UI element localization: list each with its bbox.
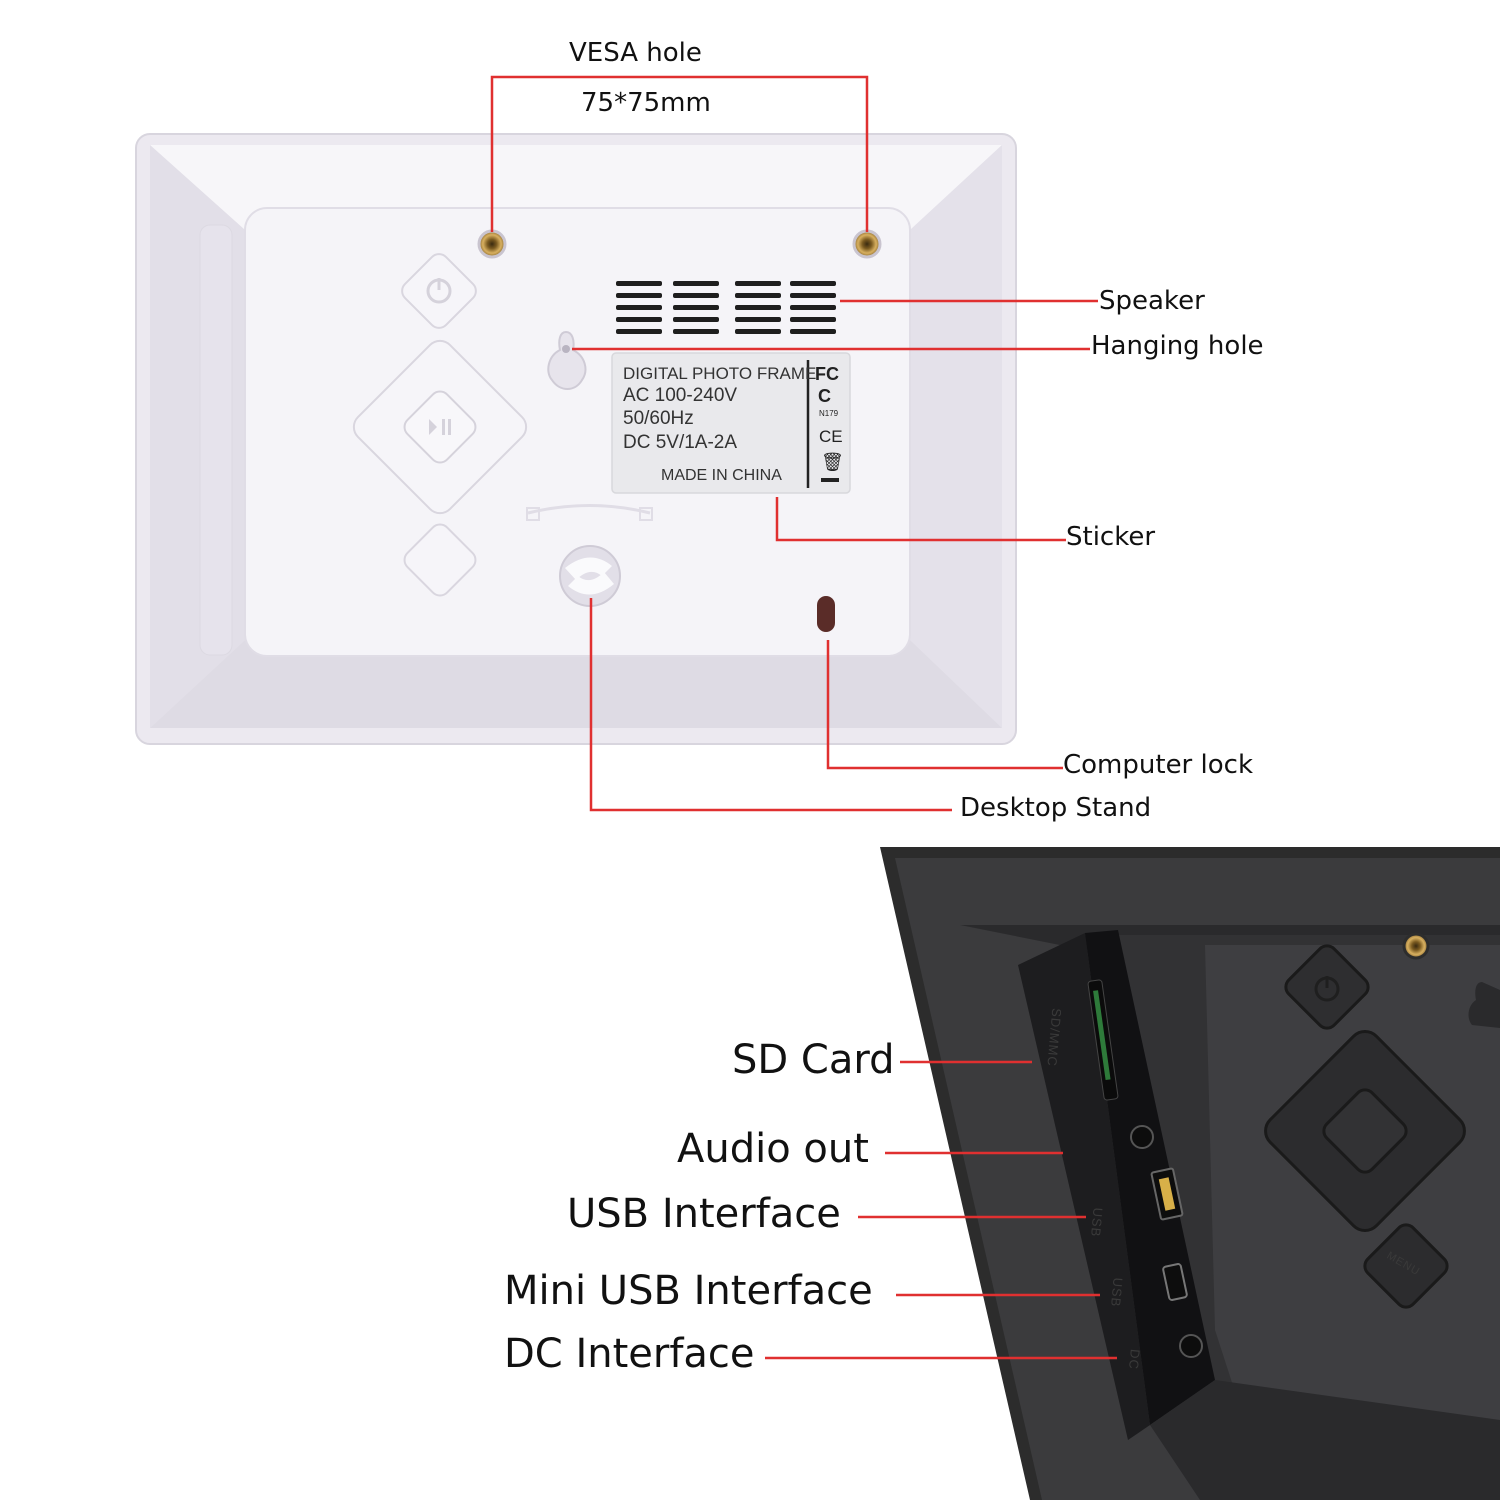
sticker-frequency: 50/60Hz <box>623 408 694 429</box>
audio-out-label: Audio out <box>677 1126 869 1172</box>
sticker-panel <box>611 352 851 494</box>
dc-port <box>1179 1334 1203 1358</box>
speaker-grille <box>616 281 836 334</box>
audio-port <box>1130 1125 1154 1149</box>
sticker-ac-input: AC 100-240V <box>623 385 738 406</box>
sd-card-label: SD Card <box>732 1037 895 1083</box>
white-frame-back <box>135 133 1017 745</box>
sticker-title: DIGITAL PHOTO FRAME <box>623 364 817 383</box>
hanging-hole <box>547 330 587 390</box>
speaker-label: Speaker <box>1099 286 1205 316</box>
vesa-size-label: 75*75mm <box>581 88 711 118</box>
mini-usb-interface-label: Mini USB Interface <box>504 1268 873 1314</box>
weee-bin-icon: 🗑 <box>821 452 844 472</box>
computer-lock-label: Computer lock <box>1063 750 1253 780</box>
sticker-origin: MADE IN CHINA <box>661 467 782 484</box>
desktop-stand-hole <box>559 545 621 607</box>
mini-usb-port <box>1162 1263 1188 1301</box>
sticker-label: Sticker <box>1066 522 1156 552</box>
n179-mark: N179 <box>819 409 839 418</box>
dc-interface-label: DC Interface <box>504 1331 755 1377</box>
mini-usb-port-marking: USB <box>1108 1277 1126 1308</box>
leader-lines <box>490 75 1117 1360</box>
ports <box>1087 979 1203 1358</box>
usb-port-marking: USB <box>1088 1207 1106 1238</box>
black-frame-back <box>880 847 1500 1500</box>
vesa-hole-left <box>477 229 507 259</box>
ce-mark: CE <box>819 427 843 446</box>
sticker-dc-input: DC 5V/1A-2A <box>623 432 738 453</box>
computer-lock-slot <box>817 596 835 632</box>
usb-interface-label: USB Interface <box>567 1191 841 1237</box>
c-tick-mark: C <box>818 386 831 406</box>
black-buttons <box>1264 944 1466 1309</box>
black-vesa-hole <box>1402 932 1430 960</box>
dc-port-marking: DC <box>1126 1348 1143 1371</box>
vesa-hole-right <box>852 229 882 259</box>
desktop-stand-label: Desktop Stand <box>960 793 1152 823</box>
white-buttons <box>352 253 528 597</box>
vesa-hole-label: VESA hole <box>569 38 702 68</box>
hanging-hole-label: Hanging hole <box>1091 331 1264 361</box>
fcc-mark: FC <box>815 364 839 384</box>
